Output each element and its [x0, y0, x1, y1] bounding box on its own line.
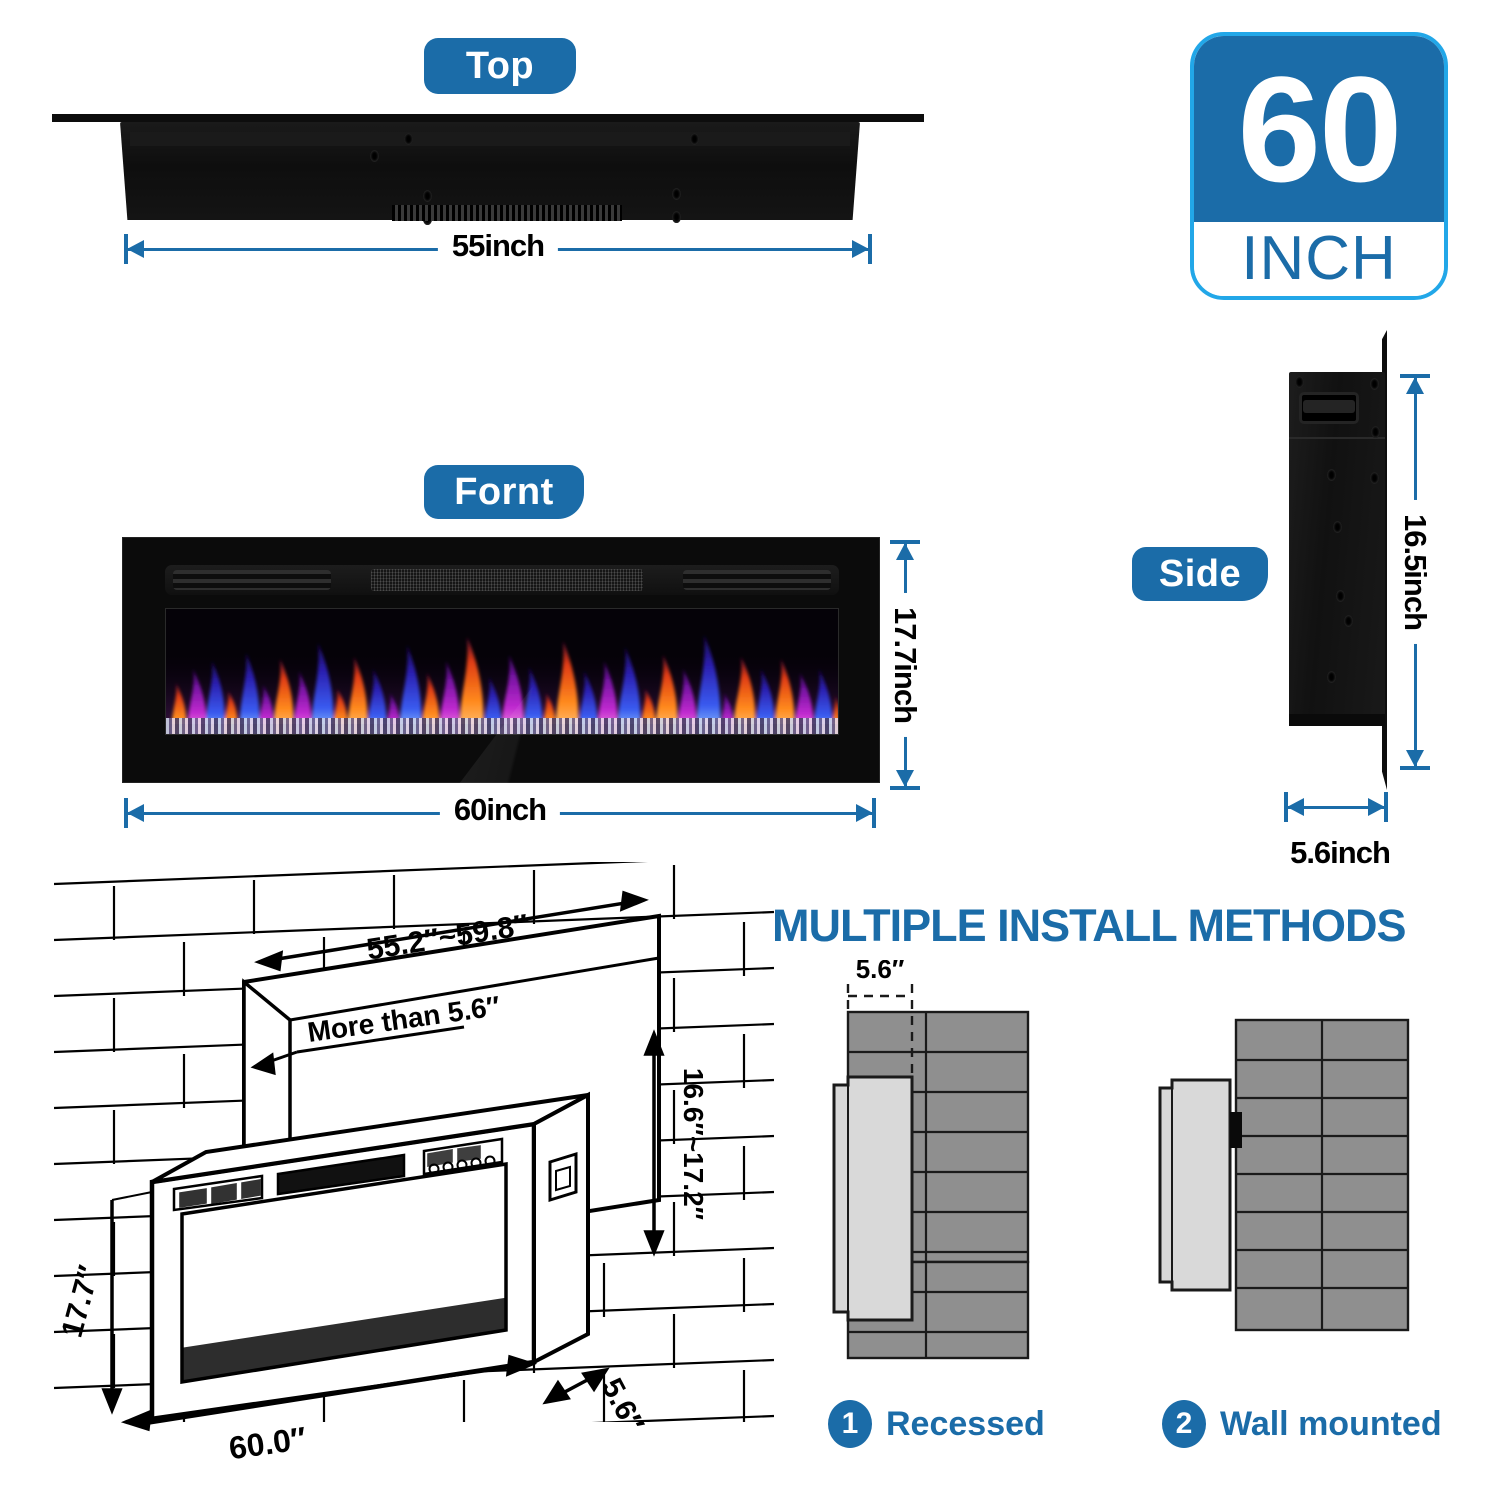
install-diagram-wall-mounted	[1158, 1018, 1410, 1332]
dimension-side-depth-text: 5.6inch	[1290, 835, 1391, 870]
side-view-image	[1285, 330, 1410, 790]
screw-dot	[423, 190, 432, 202]
label-top-view-text: Top	[465, 44, 535, 87]
dimension-front-width-text: 60inch	[439, 792, 561, 828]
dimension-cap-right	[872, 798, 876, 828]
size-badge: 60 INCH	[1190, 32, 1448, 300]
screw-dot	[1327, 671, 1336, 683]
install-label: Recessed	[886, 1404, 1045, 1443]
size-badge-number: 60	[1194, 36, 1444, 222]
dimension-side-height-text: 16.5inch	[1397, 499, 1433, 645]
screw-dot	[370, 150, 379, 162]
dimension-cap-left	[124, 234, 128, 264]
dimension-top-width-text: 55inch	[437, 228, 559, 264]
leader-opening-depth	[250, 1025, 465, 1076]
dimension-cap-top	[1400, 374, 1430, 378]
arrow-right-icon	[856, 804, 873, 822]
dimension-recess-depth-text: 5.6″	[856, 960, 905, 984]
side-view-seam	[1289, 437, 1385, 439]
install-caption-recessed: 1 Recessed	[828, 1400, 1045, 1448]
screw-dot	[1370, 378, 1379, 390]
label-front-view-text: Fornt	[454, 470, 554, 513]
side-view-handle-bar	[1303, 400, 1355, 413]
wall-mounted-bricks	[1234, 1018, 1410, 1332]
dimension-side-height: 16.5inch	[1397, 374, 1433, 770]
install-label: Wall mounted	[1220, 1404, 1442, 1443]
dimension-opening-height	[643, 1029, 665, 1257]
dimension-cap-left	[1284, 792, 1288, 822]
front-view-image	[122, 537, 880, 784]
ember-crystal-bed	[166, 718, 838, 734]
dimension-unit-depth	[542, 1367, 610, 1405]
top-view-flange	[52, 114, 924, 122]
dimension-cap-bottom	[890, 786, 920, 790]
dimension-cap-right	[868, 234, 872, 264]
top-view-body-shade	[130, 132, 850, 146]
dimension-opening-height-text: 16.6″~17.2″	[678, 1068, 709, 1220]
heater-mesh-grille	[371, 569, 643, 591]
dimension-unit-width	[120, 1354, 538, 1432]
label-side-view: Side	[1132, 547, 1268, 601]
dimension-line	[1284, 806, 1388, 809]
dimension-top-width: 55inch	[124, 228, 872, 266]
dimension-front-width: 60inch	[124, 792, 876, 830]
install-number-badge: 1	[828, 1400, 872, 1448]
dimension-side-depth	[1284, 790, 1388, 824]
dimension-cap-right	[1384, 792, 1388, 822]
dimension-front-height-text: 17.7inch	[887, 592, 923, 738]
install-diagram-recessed: 5.6″	[832, 960, 1030, 1360]
arrow-right-icon	[852, 240, 869, 258]
screw-dot	[672, 188, 681, 200]
front-control-vent-strip	[165, 565, 839, 595]
screw-dot	[1327, 469, 1336, 481]
arrow-right-icon	[1368, 798, 1385, 816]
label-top-view: Top	[424, 38, 576, 94]
dimension-cap-left	[124, 798, 128, 828]
dimension-opening-width	[254, 890, 649, 972]
wall-mount-bracket	[1230, 1112, 1242, 1148]
install-number-badge: 2	[1162, 1400, 1206, 1448]
cutout-diagram: 55.2″~59.8″ More than 5.6″ 16.6″~17.2″	[54, 862, 774, 1466]
vent-grille-right	[683, 569, 831, 591]
label-front-view: Fornt	[424, 465, 584, 519]
screw-dot	[1336, 590, 1345, 602]
dimension-recess-depth	[846, 984, 914, 1080]
screw-dot	[672, 211, 681, 223]
install-caption-wall-mounted: 2 Wall mounted	[1162, 1400, 1442, 1448]
dimension-unit-height	[101, 1191, 153, 1415]
dimension-unit-height-text: 17.7″	[55, 1262, 106, 1341]
flame-graphic	[166, 609, 838, 734]
arrow-down-icon	[896, 770, 914, 787]
dimension-cap-bottom	[1400, 766, 1430, 770]
screw-dot	[1295, 376, 1304, 388]
side-view-bottom-lip	[1289, 714, 1385, 726]
install-methods-heading: MULTIPLE INSTALL METHODS	[772, 900, 1406, 951]
arrow-left-icon	[1287, 798, 1304, 816]
vent-grille-left	[173, 569, 331, 591]
wall-mounted-unit	[1158, 1078, 1232, 1292]
dimension-unit-width-text: 60.0″	[227, 1420, 309, 1466]
screw-dot	[690, 133, 699, 145]
screw-dot	[404, 133, 413, 145]
recessed-unit	[832, 1075, 914, 1322]
size-badge-unit: INCH	[1194, 222, 1444, 296]
screw-dot	[1344, 615, 1353, 627]
screw-dot	[1370, 472, 1379, 484]
arrow-left-icon	[127, 240, 144, 258]
dimension-front-height: 17.7inch	[887, 540, 923, 790]
screw-dot	[1333, 521, 1342, 533]
arrow-left-icon	[127, 804, 144, 822]
arrow-down-icon	[1406, 750, 1424, 767]
top-view-image	[52, 110, 924, 225]
label-side-view-text: Side	[1158, 552, 1242, 595]
flame-display-window	[165, 608, 839, 735]
dimension-cap-top	[890, 540, 920, 544]
arrow-up-icon	[896, 543, 914, 560]
fireplace-unit-line-art	[149, 1091, 590, 1425]
side-view-body	[1289, 372, 1385, 726]
screw-dot	[1371, 426, 1380, 438]
top-view-vent-grille	[392, 205, 622, 221]
arrow-up-icon	[1406, 377, 1424, 394]
